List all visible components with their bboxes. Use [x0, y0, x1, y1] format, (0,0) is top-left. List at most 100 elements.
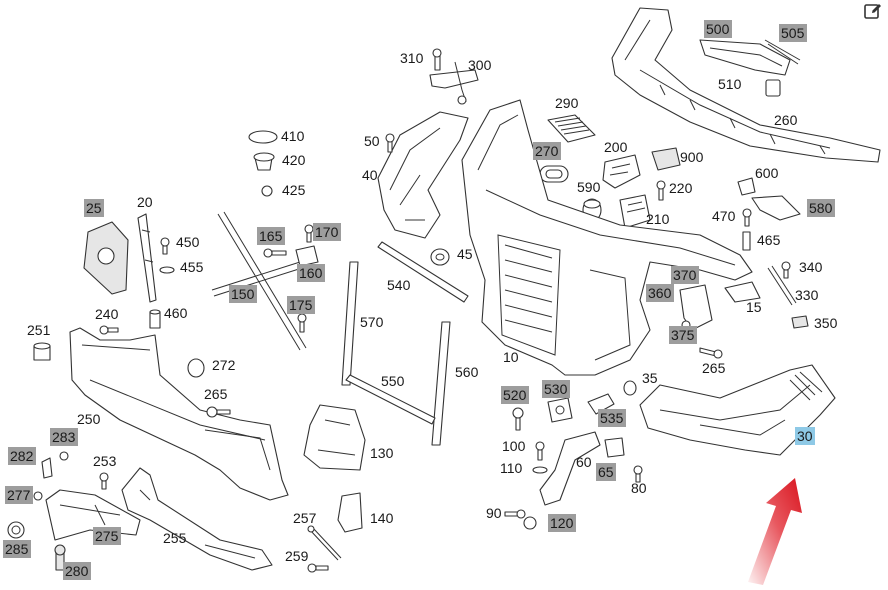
screw-450-part [160, 237, 170, 255]
callout-text: 120 [550, 515, 574, 531]
callout-535: 535 [598, 409, 626, 427]
bracket-370-360-part [679, 284, 713, 331]
callout-text: 45 [457, 246, 473, 262]
callout-170: 170 [313, 223, 341, 241]
callout-text: 283 [52, 429, 76, 445]
callout-highlight [669, 326, 697, 344]
callout-100: 100 [502, 438, 526, 454]
callout-highlight [3, 540, 31, 558]
clip-350-part [791, 315, 809, 329]
callout-253: 253 [93, 453, 117, 469]
callout-45: 45 [457, 246, 473, 262]
callout-240: 240 [95, 306, 119, 322]
nut-425-part [261, 185, 273, 197]
screw-220-part [656, 180, 666, 201]
callout-text: 900 [680, 149, 704, 165]
callout-15: 15 [746, 299, 762, 315]
callout-text: 455 [180, 259, 204, 275]
callout-text: 280 [65, 563, 89, 579]
screw-80-part [633, 465, 643, 483]
clip-277-part [33, 491, 43, 501]
callout-text: 50 [364, 133, 380, 149]
callout-160: 160 [297, 264, 325, 282]
callout-text: 90 [486, 505, 502, 521]
callout-highlight [795, 427, 815, 445]
clip-600-part [737, 177, 756, 196]
callout-340: 340 [799, 259, 823, 275]
callout-text: 360 [648, 285, 672, 301]
callout-text: 165 [259, 228, 283, 244]
callout-210: 210 [646, 211, 670, 227]
callout-text: 175 [289, 297, 313, 313]
callout-200: 200 [604, 139, 628, 155]
clip-65-part [604, 437, 625, 458]
callout-text: 275 [95, 528, 119, 544]
callout-text: 253 [93, 453, 117, 469]
callout-text: 550 [381, 373, 405, 389]
callout-420: 420 [282, 152, 306, 168]
edit-icon[interactable] [864, 2, 882, 20]
callout-text: 259 [285, 548, 309, 564]
screw-175-part [297, 313, 307, 333]
callout-highlight [93, 527, 121, 545]
upper-cross-member-part [611, 7, 881, 163]
callout-282: 282 [8, 447, 36, 465]
callout-370: 370 [671, 266, 699, 284]
clip-510-part [765, 79, 781, 97]
callout-90: 90 [486, 505, 502, 521]
duct-130-part [303, 404, 366, 471]
screw-165-part [263, 248, 287, 258]
callout-text: 330 [795, 287, 819, 303]
washer-455-part [159, 266, 175, 274]
callout-text: 220 [669, 180, 693, 196]
callout-text: 310 [400, 50, 424, 66]
callout-highlight [287, 296, 315, 314]
callout-310: 310 [400, 50, 424, 66]
callout-460: 460 [164, 305, 188, 321]
callout-505: 505 [779, 24, 807, 42]
callout-text: 590 [577, 179, 601, 195]
callout-175: 175 [287, 296, 315, 314]
screw-170-part [304, 224, 314, 243]
callout-570: 570 [360, 314, 384, 330]
screw-340-part [781, 261, 791, 279]
callout-259: 259 [285, 548, 309, 564]
callout-text: 500 [706, 21, 730, 37]
callout-220: 220 [669, 180, 693, 196]
callout-text: 10 [503, 349, 519, 365]
callout-540: 540 [387, 277, 411, 293]
front-frame-10-part [461, 99, 753, 376]
callout-text: 251 [27, 322, 51, 338]
callout-text: 80 [631, 480, 647, 496]
callout-text: 340 [799, 259, 823, 275]
callout-285: 285 [3, 540, 31, 558]
bracket-900-part [651, 147, 681, 171]
callout-highlight [671, 266, 699, 284]
callout-highlight [542, 380, 570, 398]
callout-highlight [313, 223, 341, 241]
callout-text: 540 [387, 277, 411, 293]
callout-text: 560 [455, 364, 479, 380]
callout-text: 530 [544, 381, 568, 397]
bolt-35-part [623, 380, 637, 396]
callout-highlight [84, 199, 104, 217]
callout-text: 25 [86, 200, 102, 216]
callout-410: 410 [281, 128, 305, 144]
callout-300: 300 [468, 57, 492, 73]
bracket-40-part [377, 111, 469, 239]
callout-text: 200 [604, 139, 628, 155]
bolt-100-part [535, 441, 545, 461]
duct-140-part [337, 492, 363, 533]
callout-350: 350 [814, 315, 838, 331]
callout-30: 30 [795, 427, 815, 445]
callout-360: 360 [646, 284, 674, 302]
callout-highlight [807, 199, 835, 217]
callout-590: 590 [577, 179, 601, 195]
bracket-530-part [547, 397, 573, 423]
bolt-265a-part [206, 406, 231, 418]
cap-410-part [248, 130, 278, 144]
bracket-255-part [121, 467, 273, 571]
callout-highlight [50, 428, 78, 446]
callout-text: 100 [502, 438, 526, 454]
